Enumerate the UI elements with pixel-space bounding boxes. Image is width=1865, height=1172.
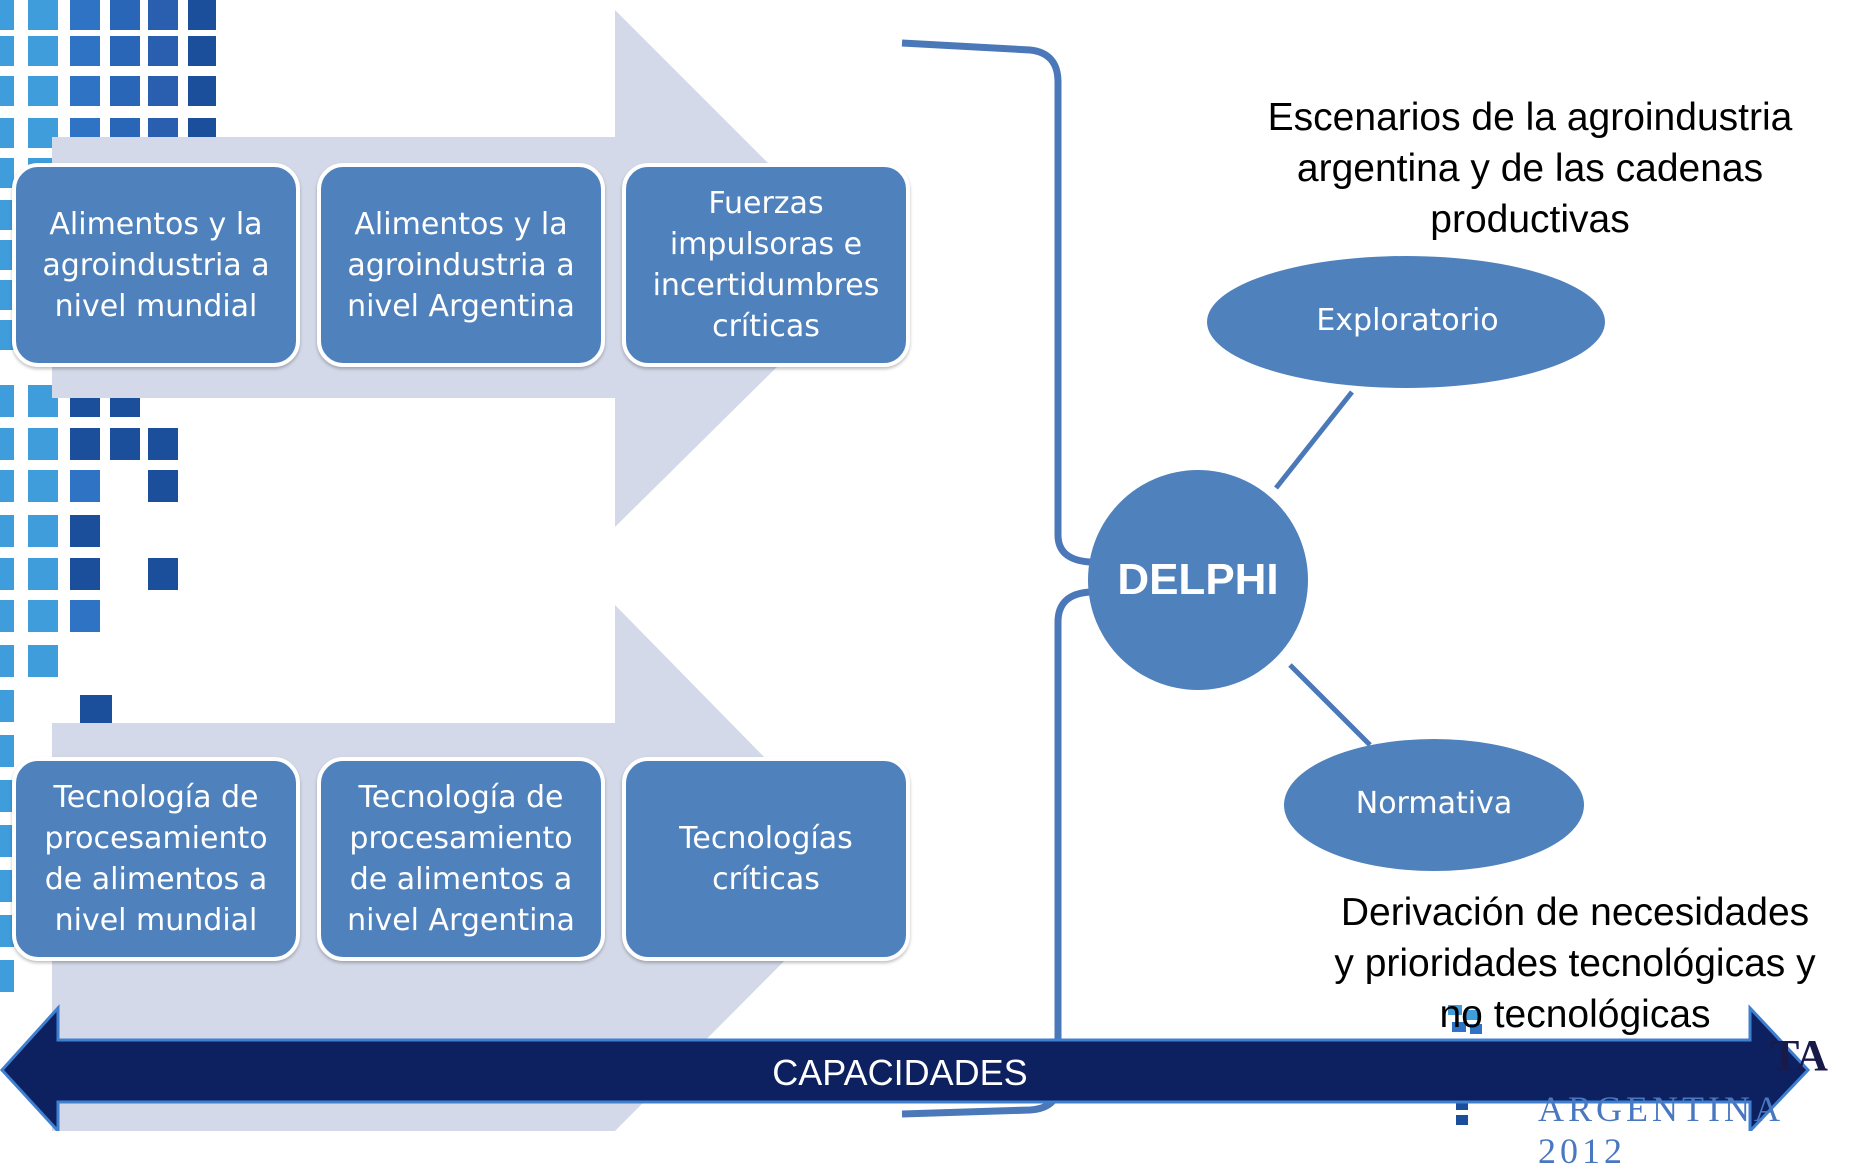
logo-icon (1448, 1005, 1482, 1125)
exploratorio-label: Exploratorio (1316, 303, 1499, 338)
logo-year-text: ARGENTINA 2012 (1538, 1089, 1782, 1171)
pixel-pattern-decoration (0, 0, 216, 992)
box-fuerzas-impulsoras: Fuerzas impulsoras e incertidumbres crít… (622, 163, 910, 367)
scenarios-text: Escenarios de la agroindustria argentina… (1267, 96, 1793, 241)
box-alimentos-argentina: Alimentos y la agroindustria a nivel Arg… (317, 163, 605, 367)
delphi-label: DELPHI (1117, 555, 1279, 604)
derivation-text: Derivación de necesidades y prioridades … (1334, 891, 1816, 1036)
box-tecnologia-argentina: Tecnología de procesamiento de alimentos… (317, 757, 605, 961)
diagram-canvas: Alimentos y la agroindustria a nivel mun… (0, 0, 1828, 1171)
box-alimentos-mundial: Alimentos y la agroindustria a nivel mun… (12, 163, 300, 367)
logo-text: TA (1770, 1031, 1828, 1080)
capacidades-label: CAPACIDADES (772, 1052, 1028, 1093)
exploratorio-oval (1207, 256, 1605, 388)
connector-normativa (1288, 663, 1372, 747)
capacidades-double-arrow (0, 1004, 1811, 1131)
delphi-circle (1088, 470, 1308, 690)
normativa-label: Normativa (1355, 786, 1513, 821)
box-tecnologia-mundial: Tecnología de procesamiento de alimentos… (12, 757, 300, 961)
connector-exploratorio (1274, 390, 1354, 490)
bracket (901, 39, 1091, 566)
normativa-oval (1284, 739, 1584, 871)
box-tecnologias-criticas: Tecnologías críticas (622, 757, 910, 961)
bracket-lower (901, 588, 1091, 1118)
